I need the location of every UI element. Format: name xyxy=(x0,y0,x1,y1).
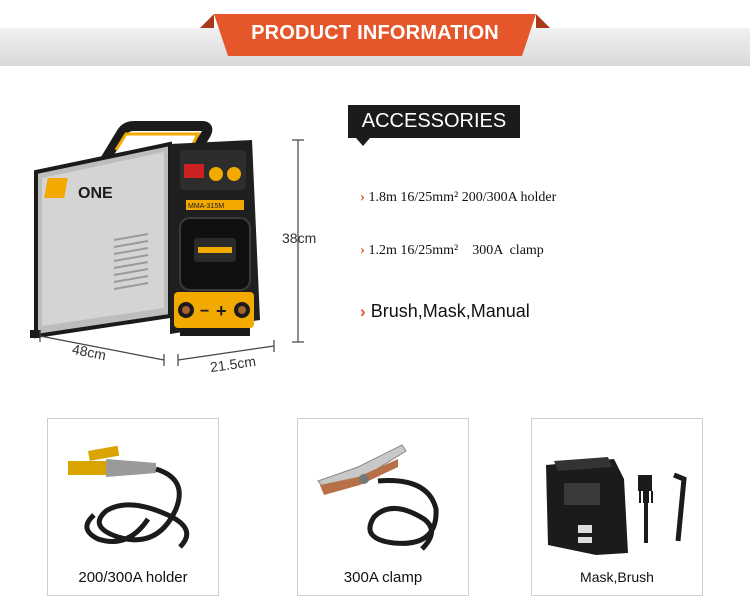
accessory-item-label: Brush,Mask,Manual xyxy=(370,301,530,321)
welding-machine-image: ONE MMA-315M − + xyxy=(9,120,270,350)
chevron-right-icon: › xyxy=(360,189,365,205)
accessory-item-holder: › 1.8m 16/25mm² 200/300A holder xyxy=(360,189,556,206)
machine-brand: ONE xyxy=(78,185,113,202)
accessory-item-brush: › Brush,Mask,Manual xyxy=(360,301,530,322)
accessories-title: ACCESSORIES xyxy=(348,105,520,138)
electrode-holder-image xyxy=(68,445,190,549)
svg-text:+: + xyxy=(216,301,227,321)
product-caption: Mask,Brush xyxy=(580,569,654,585)
machine-model: MMA-315M xyxy=(188,203,224,210)
accessory-item-label: 1.8m 16/25mm² 200/300A holder xyxy=(368,190,557,205)
page-title: PRODUCT INFORMATION xyxy=(251,22,499,44)
svg-text:−: − xyxy=(200,303,209,320)
accessories-tag-notch xyxy=(356,138,370,146)
product-card-clamp: 300A clamp xyxy=(297,418,469,596)
ground-clamp-image xyxy=(317,444,439,551)
chevron-right-icon: › xyxy=(360,242,365,258)
product-caption: 200/300A holder xyxy=(78,569,188,586)
width-dimension-label: 21.5cm xyxy=(209,352,257,376)
product-caption: 300A clamp xyxy=(343,569,423,586)
height-dimension-label: 38cm xyxy=(282,230,317,246)
header-ribbon xyxy=(200,8,550,62)
welding-mask-brush-image xyxy=(546,457,687,555)
product-card-mask: Mask,Brush xyxy=(531,418,703,596)
accessory-item-label: 1.2m 16/25mm² 300A clamp xyxy=(368,243,544,258)
product-card-holder: 200/300A holder xyxy=(47,418,219,596)
accessory-item-clamp: › 1.2m 16/25mm² 300A clamp xyxy=(360,242,544,259)
chevron-right-icon: › xyxy=(360,302,366,321)
